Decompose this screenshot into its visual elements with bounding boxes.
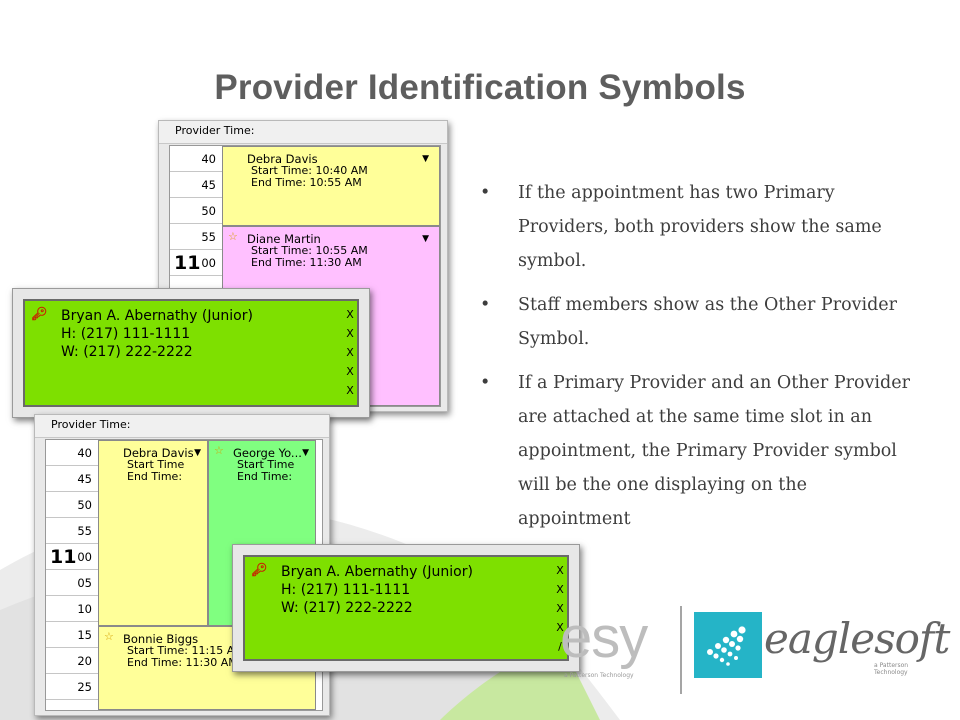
eaglesoft-logo-subtext: a Patterson Technology <box>874 662 909 676</box>
time-label: 55 <box>77 524 92 538</box>
marker: X <box>346 308 354 321</box>
eaglesoft-logo-mark <box>694 612 762 678</box>
patient-popup-bottom: 🔑︎ Bryan A. Abernathy (Junior) H: (217) … <box>232 544 580 672</box>
eaglesoft-logo: eaglesoft a Patterson Technology <box>694 606 950 692</box>
star-icon: ☆ <box>214 444 224 457</box>
end-time: End Time: <box>237 470 293 483</box>
patient-name: Bryan A. Abernathy (Junior) <box>281 564 473 580</box>
dropdown-arrow-icon[interactable]: ▼ <box>302 448 309 458</box>
marker: X <box>556 602 564 615</box>
time-label: 20 <box>77 654 92 668</box>
end-time: End Time: 10:55 AM <box>251 176 362 189</box>
panel-header: Provider Time: <box>159 121 447 144</box>
hour-label: 11 <box>174 252 201 274</box>
patient-name: Debra Davis <box>247 152 318 166</box>
end-time: End Time: 11:30 AM <box>251 256 362 269</box>
marker-column: X X X X X <box>345 305 355 400</box>
key-icon: 🔑︎ <box>251 563 268 578</box>
end-time: End Time: <box>127 470 183 483</box>
easy-logo-subtext: a Patterson Technology <box>564 672 634 679</box>
dropdown-arrow-icon[interactable]: ▼ <box>422 154 429 164</box>
start-time: Start Time <box>237 458 295 471</box>
time-label: 55 <box>201 230 216 244</box>
marker: X <box>346 327 354 340</box>
time-label: 50 <box>201 204 216 218</box>
patient-name: Bonnie Biggs <box>123 632 199 646</box>
dropdown-arrow-icon[interactable]: ▼ <box>422 234 429 244</box>
patient-popup-top: 🔑︎ Bryan A. Abernathy (Junior) H: (217) … <box>12 288 370 418</box>
key-icon: 🔑︎ <box>31 307 48 322</box>
time-label: 10 <box>77 602 92 616</box>
time-label: 45 <box>77 472 92 486</box>
marker: X <box>556 621 564 634</box>
bullet-list: If the appointment has two Primary Provi… <box>480 176 920 546</box>
appointment-block[interactable]: Debra Davis Start Time: 10:40 AM End Tim… <box>222 146 440 226</box>
dropdown-arrow-icon[interactable]: ▼ <box>194 448 201 458</box>
patient-info: Bryan A. Abernathy (Junior) H: (217) 111… <box>61 307 253 361</box>
patient-name: Bryan A. Abernathy (Junior) <box>61 308 253 324</box>
time-label: 15 <box>77 628 92 642</box>
hour-label: 11 <box>50 546 77 568</box>
bullet-item: Staff members show as the Other Provider… <box>480 288 920 356</box>
easy-logo-text: esy <box>560 605 648 670</box>
end-time: End Time: 11:30 AM <box>127 656 238 669</box>
patient-info: Bryan A. Abernathy (Junior) H: (217) 111… <box>281 563 473 617</box>
appointment-block[interactable]: Debra Davis Start Time End Time: ▼ <box>98 440 208 626</box>
time-label: 00 <box>77 550 92 564</box>
bullet-item: If a Primary Provider and an Other Provi… <box>480 366 920 536</box>
patient-info-box[interactable]: 🔑︎ Bryan A. Abernathy (Junior) H: (217) … <box>243 555 569 661</box>
marker: / <box>558 640 562 653</box>
start-time: Start Time <box>127 458 185 471</box>
patient-name: Diane Martin <box>247 232 321 246</box>
bullet-item: If the appointment has two Primary Provi… <box>480 176 920 278</box>
marker-column: X X X X / <box>555 561 565 656</box>
logo-divider <box>680 606 682 694</box>
time-label: 50 <box>77 498 92 512</box>
marker: X <box>556 583 564 596</box>
marker: X <box>346 384 354 397</box>
start-time: Start Time: 10:40 AM <box>251 164 368 177</box>
start-time: Start Time: 11:15 AM <box>127 644 244 657</box>
page-title: Provider Identification Symbols <box>214 68 746 107</box>
time-label: 25 <box>77 680 92 694</box>
work-phone: W: (217) 222-2222 <box>281 600 413 616</box>
panel-header: Provider Time: <box>35 415 329 438</box>
patient-name: Debra Davis <box>123 446 194 460</box>
time-label: 00 <box>201 256 216 270</box>
time-label: 40 <box>201 152 216 166</box>
eaglesoft-logo-text: eaglesoft <box>764 614 950 663</box>
patient-info-box[interactable]: 🔑︎ Bryan A. Abernathy (Junior) H: (217) … <box>23 299 359 407</box>
time-label: 45 <box>201 178 216 192</box>
star-icon: ☆ <box>104 630 114 643</box>
marker: X <box>346 365 354 378</box>
marker: X <box>556 564 564 577</box>
easy-logo: esy a Patterson Technology <box>560 608 670 688</box>
work-phone: W: (217) 222-2222 <box>61 344 193 360</box>
star-icon: ☆ <box>228 230 238 243</box>
home-phone: H: (217) 111-1111 <box>281 582 411 598</box>
time-label: 05 <box>77 576 92 590</box>
time-label: 40 <box>77 446 92 460</box>
home-phone: H: (217) 111-1111 <box>61 326 191 342</box>
patient-name: George Yo... <box>233 446 302 460</box>
marker: X <box>346 346 354 359</box>
start-time: Start Time: 10:55 AM <box>251 244 368 257</box>
